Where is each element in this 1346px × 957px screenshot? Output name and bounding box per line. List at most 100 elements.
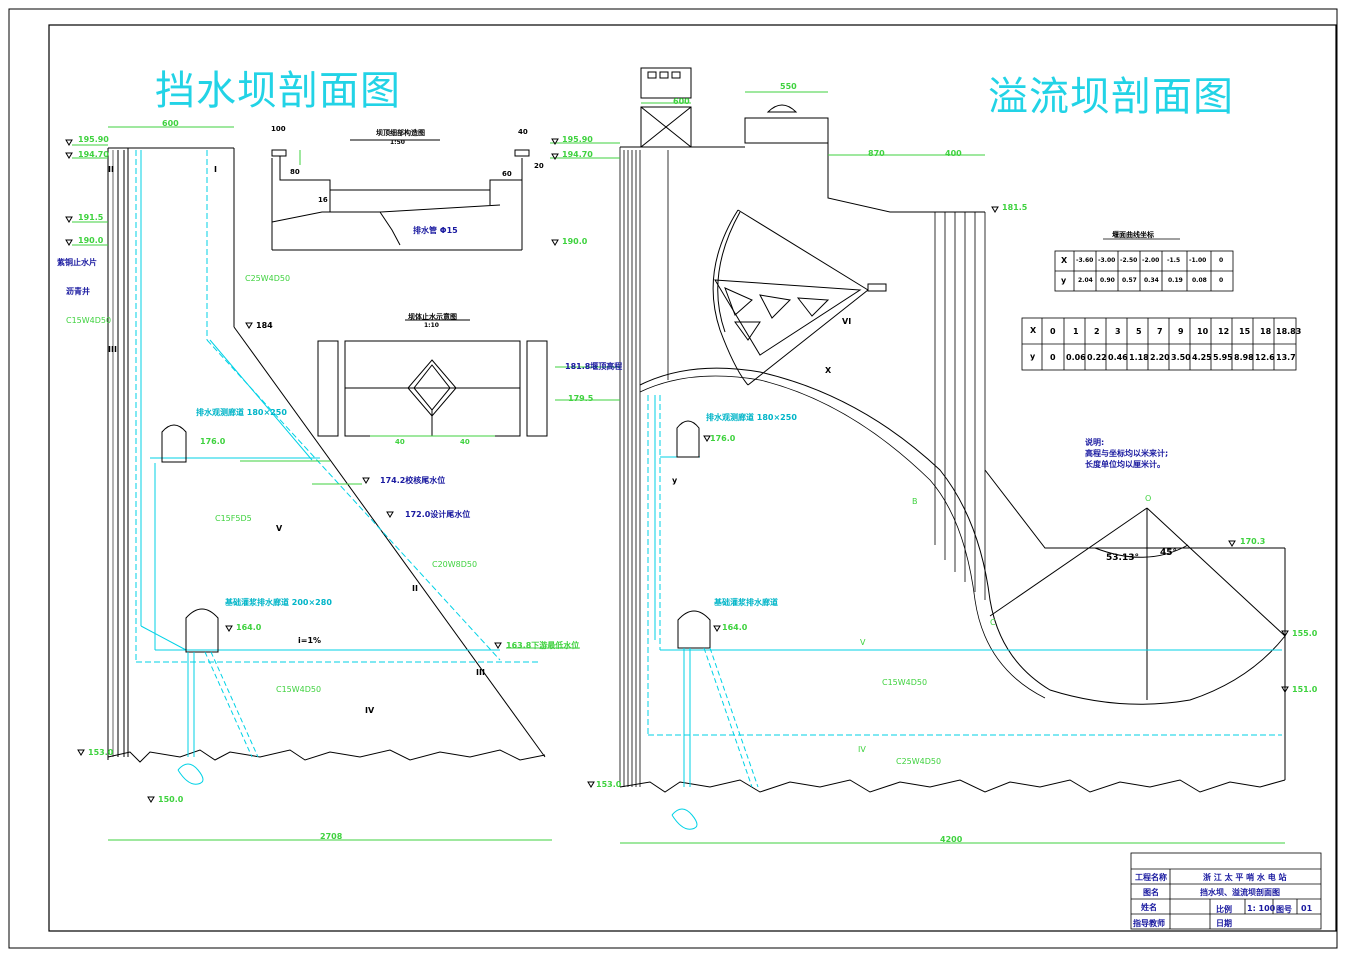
tb-date-label: 日期 [1216,919,1232,928]
elev-right-3: 181.8堰顶高程 [565,362,623,371]
elev-right-5: 181.5 [1002,203,1028,212]
elev-left-4: 184 [256,321,273,330]
detail-2-scale: 1:10 [424,322,439,329]
tb-scale-value: 1: 100 [1247,904,1276,913]
t2-y-0: 0 [1050,353,1056,362]
concrete-left-5: C15W4D50 [276,685,322,694]
t1-y-6: 0 [1219,277,1224,284]
axis-x: X [825,366,832,375]
table-2-x-label: X [1030,326,1037,335]
t2-x-9: 15 [1239,327,1251,336]
t2-y-7: 4.25 [1192,353,1212,362]
concrete-right-2: C25W4D50 [896,757,942,766]
t2-y-11: 13.7 [1276,353,1296,362]
inner-border [48,24,1337,932]
title-block-frame [1130,852,1322,930]
t2-x-10: 18 [1260,327,1272,336]
t1-x-5: -1.00 [1189,257,1207,264]
detail-dim-1: 40 [518,128,528,136]
waterstop-detail [317,319,548,437]
t2-y-5: 2.20 [1150,353,1170,362]
concrete-right-1: C15W4D50 [882,678,928,687]
t1-x-0: -3.60 [1076,257,1094,264]
tb-drawing-label: 图名 [1143,888,1159,897]
tb-scale-label: 比例 [1216,905,1232,914]
concrete-left-2: C15W4D50 [66,316,112,325]
elev-left-7: 172.0设计尾水位 [405,510,471,519]
point-c: C [990,618,996,627]
t1-y-2: 0.57 [1122,277,1137,284]
elev-left-11: 150.0 [158,795,184,804]
t2-y-8: 5.95 [1213,353,1233,362]
elev-left-8: 164.0 [236,623,262,632]
detail-dim-3: 80 [290,168,300,176]
concrete-left-4: C20W8D50 [432,560,478,569]
table-1-x-label: X [1061,256,1068,265]
tb-project-label: 工程名称 [1135,873,1167,882]
t2-y-10: 12.6 [1255,353,1275,362]
concrete-left-1: C25W4D50 [245,274,291,283]
elev-left-6: 174.2校核尾水位 [380,476,446,485]
zone-left-v: V [276,524,283,533]
notes-title: 说明: [1085,438,1105,447]
left-dam-section [65,126,580,841]
detail-dim-2: 20 [534,162,544,170]
zone-left-iii-b: III [476,668,485,677]
t2-x-4: 5 [1136,327,1142,336]
tb-project-value: 浙 江 太 平 哨 水 电 站 [1203,873,1287,882]
left-section-title: 挡水坝剖面图 [155,68,401,114]
elev-left-3: 190.0 [78,236,104,245]
zone-left-i: I [214,165,217,174]
zone-left-iii: III [108,345,117,354]
zone-right-iv: IV [858,745,866,754]
detail-dim-0: 100 [271,125,286,133]
table-1-y-label: y [1061,276,1067,285]
detail-2-title: 坝体止水示意图 [408,313,457,321]
table-2-y-label: y [1030,352,1036,361]
dim-left-bottom: 2708 [320,832,343,841]
label-slope: i=1% [298,636,322,645]
elev-left-2: 191.5 [78,213,104,222]
tb-sheet-label: 图号 [1276,905,1292,914]
elev-right-11: 151.0 [1292,685,1318,694]
right-section-title: 溢流坝剖面图 [988,74,1234,120]
label-gallery-left-2: 基础灌浆排水廊道 200×280 [225,598,332,607]
t2-x-5: 7 [1157,327,1163,336]
t1-y-1: 0.90 [1100,277,1115,284]
dim-left-top: 600 [162,119,179,128]
label-asphalt-well: 沥青井 [66,287,90,296]
notes-line-2: 长度单位均以厘米计。 [1085,460,1165,469]
detail-1-title: 坝顶细部构造图 [376,129,425,137]
label-gallery-left-1: 排水观测廊道 180×250 [196,408,287,417]
zone-right-vi: VI [842,317,852,326]
tb-name-label: 姓名 [1141,903,1157,912]
elev-left-5: 176.0 [200,437,226,446]
notes-line-1: 高程与坐标均以米来计; [1085,449,1169,458]
table-1-title: 堰面曲线坐标 [1112,231,1154,239]
t1-x-1: -3.00 [1098,257,1116,264]
t2-x-11: 18.83 [1276,327,1302,336]
table-1-grid [1054,238,1234,292]
t2-y-4: 1.18 [1129,353,1149,362]
t2-x-0: 0 [1050,327,1056,336]
concrete-left-3: C15F5D5 [215,514,252,523]
t1-y-0: 2.04 [1078,277,1093,284]
elev-right-7: 170.3 [1240,537,1266,546]
label-copper-stop: 紫铜止水片 [57,258,97,267]
point-b: B [912,497,918,506]
t1-x-2: -2.50 [1120,257,1138,264]
crest-detail [271,139,530,251]
t1-y-3: 0.34 [1144,277,1159,284]
detail-dim-7: 40 [460,438,470,446]
table-2-grid [1021,317,1297,371]
elev-left-0: 195.90 [78,135,109,144]
t2-y-2: 0.22 [1087,353,1107,362]
t1-y-5: 0.08 [1192,277,1207,284]
axis-y: y [672,476,678,485]
tb-drawing-value: 挡水坝、溢流坝剖面图 [1200,888,1280,897]
detail-dim-4: 60 [502,170,512,178]
elev-right-9: 153.0 [596,780,622,789]
detail-dim-6: 40 [395,438,405,446]
detail-dim-5: 16 [318,196,328,204]
